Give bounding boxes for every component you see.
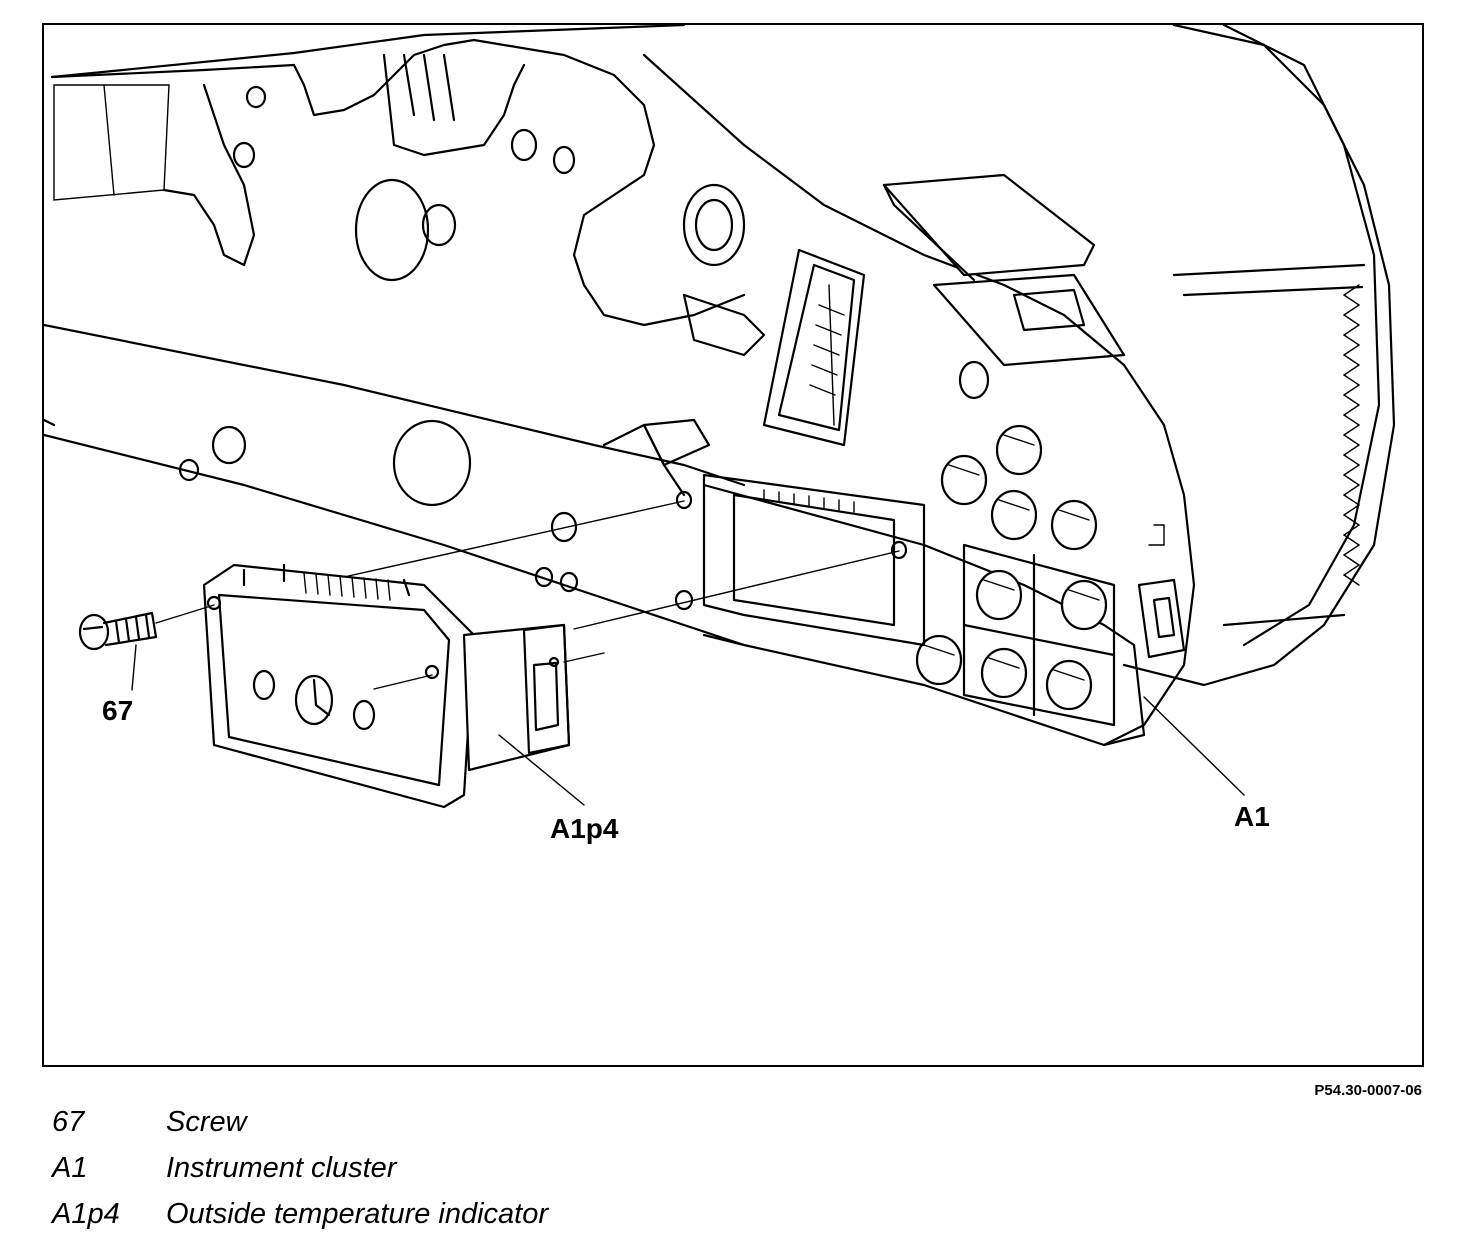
callout-screw: 67 <box>102 695 134 726</box>
figure-frame: 67 A1p4 A1 <box>42 23 1424 1067</box>
instrument-cluster-drawing <box>44 25 1396 809</box>
callout-instrument-cluster: A1 <box>1234 801 1270 832</box>
leader-lines <box>131 644 1245 806</box>
figure-code: P54.30-0007-06 <box>1314 1082 1422 1099</box>
cluster-back-plate <box>44 25 746 647</box>
assembly-lines <box>155 500 900 690</box>
callout-temperature-indicator: A1p4 <box>550 813 619 844</box>
legend-description: Outside temperature indicator <box>166 1198 549 1230</box>
cluster-housing <box>642 25 1396 747</box>
temperature-indicator-module <box>202 563 571 809</box>
rear-connector <box>602 183 866 497</box>
legend-description: Instrument cluster <box>166 1152 397 1184</box>
legend-description: Screw <box>166 1106 247 1138</box>
bulb-sockets <box>915 424 1116 727</box>
legend-key: A1 <box>52 1152 88 1184</box>
indicator-opening <box>674 473 926 647</box>
legend-key: 67 <box>52 1106 85 1138</box>
screw <box>78 611 158 651</box>
legend-key: A1p4 <box>52 1198 120 1230</box>
